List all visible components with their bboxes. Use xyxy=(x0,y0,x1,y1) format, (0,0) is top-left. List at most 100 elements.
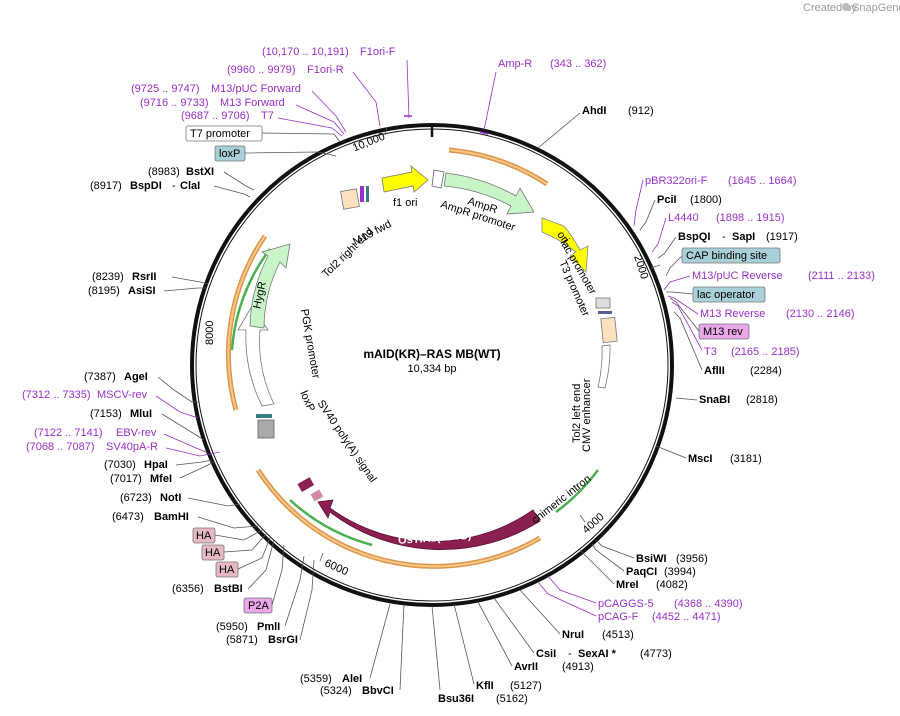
label-pcaggs-5[interactable]: pCAGGS-5 (4368 .. 4390) xyxy=(547,575,743,610)
svg-text:(3181): (3181) xyxy=(730,453,762,465)
label-alei[interactable]: (5359) AleI xyxy=(300,603,391,685)
label-bsrgi[interactable]: (5871) BsrGI xyxy=(226,559,315,646)
label-m13-rev-box[interactable]: M13 rev xyxy=(669,297,750,340)
label-kfli[interactable]: KflI (5127) xyxy=(453,603,542,692)
svg-text:HpaI: HpaI xyxy=(144,459,168,471)
svg-text:(10,170 .. 10,191): (10,170 .. 10,191) xyxy=(262,46,349,58)
label-mlui[interactable]: (7153) MluI xyxy=(90,408,205,441)
label-lac-operator[interactable]: lac operator xyxy=(666,286,766,303)
svg-text:AsiSI: AsiSI xyxy=(128,285,156,297)
label-sv40pa-r[interactable]: (7068 .. 7087) SV40pA-R xyxy=(26,441,221,457)
label-m13-forward[interactable]: (9716 .. 9733) M13 Forward xyxy=(140,97,345,135)
svg-text:(7387): (7387) xyxy=(84,371,116,383)
ostir-arc xyxy=(289,499,373,547)
svg-text:AvrII: AvrII xyxy=(514,661,538,673)
label-agei[interactable]: (7387) AgeI xyxy=(84,371,198,403)
label-hpai[interactable]: (7030) HpaI xyxy=(104,459,213,471)
label-bstxi[interactable]: (8983) BstXI xyxy=(148,166,255,191)
svg-text:pCAGGS-5: pCAGGS-5 xyxy=(598,598,654,610)
label-amp-r[interactable]: Amp-R (343 .. 362) xyxy=(479,58,606,135)
svg-text:BbvCI: BbvCI xyxy=(362,685,394,697)
label-csii-sexai[interactable]: CsiI - SexAI * (4773) xyxy=(493,597,672,660)
label-cap-binding-site[interactable]: CAP binding site xyxy=(665,247,781,277)
label-bamhi[interactable]: (6473) BamHI xyxy=(112,511,259,529)
svg-text:(4452 .. 4471): (4452 .. 4471) xyxy=(652,611,721,623)
label-mfei[interactable]: (7017) MfeI xyxy=(110,461,215,485)
svg-text:(6356): (6356) xyxy=(172,583,204,595)
ampr-promoter-shape xyxy=(431,169,445,189)
label-p2a[interactable]: P2A xyxy=(243,544,285,614)
svg-text:(6473): (6473) xyxy=(112,511,144,523)
label-noti[interactable]: (6723) NotI xyxy=(120,492,241,507)
label-ebv-rev[interactable]: (7122 .. 7141) EBV-rev xyxy=(34,427,207,453)
label-bsiwi[interactable]: BsiWI (3956) xyxy=(595,539,708,565)
label-mrei[interactable]: MreI (4082) xyxy=(579,549,688,591)
label-ha-1[interactable]: HA xyxy=(192,527,263,544)
label-nrui[interactable]: NruI (4513) xyxy=(519,589,634,641)
label-bbvci[interactable]: (5324) BbvCI xyxy=(320,603,405,697)
label-ha-2[interactable]: HA xyxy=(201,533,267,561)
f1-ori-arrow xyxy=(381,165,429,193)
label-f1-ori: f1 ori xyxy=(393,197,417,209)
label-bsu36i[interactable]: Bsu36I (5162) xyxy=(431,605,528,705)
svg-text:(912): (912) xyxy=(628,105,654,117)
intron-arc xyxy=(555,469,600,514)
label-rsrii[interactable]: (8239) RsrII xyxy=(92,271,209,285)
label-f1ori-r[interactable]: (9960 .. 9979) F1ori-R xyxy=(227,64,381,127)
label-mscv-rev[interactable]: (7312 .. 7335) MSCV-rev xyxy=(22,389,199,419)
pgk-block xyxy=(257,419,275,439)
svg-text:MSCV-rev: MSCV-rev xyxy=(97,389,148,401)
label-f1ori-f[interactable]: (10,170 .. 10,191) F1ori-F xyxy=(262,46,412,119)
svg-text:(2818): (2818) xyxy=(746,394,778,406)
label-pbr322ori-f[interactable]: pBR322ori-F (1645 .. 1664) xyxy=(633,175,797,227)
label-pcag-f[interactable]: pCAG-F (4452 .. 4471) xyxy=(537,581,721,623)
label-msci[interactable]: MscI (3181) xyxy=(655,445,762,465)
svg-text:T7 promoter: T7 promoter xyxy=(190,128,250,140)
svg-text:(2165 .. 2185): (2165 .. 2185) xyxy=(731,346,800,358)
label-m13-reverse[interactable]: M13 Reverse (2130 .. 2146) xyxy=(667,295,855,320)
label-bstbi[interactable]: (6356) BstBI xyxy=(172,539,275,595)
label-l4440[interactable]: L4440 (1898 .. 1915) xyxy=(651,212,785,253)
svg-text:loxP: loxP xyxy=(219,148,240,160)
svg-text:Amp-R: Amp-R xyxy=(498,58,532,70)
label-chimeric-intron: chimeric intron xyxy=(530,473,594,526)
label-t7[interactable]: (9687 .. 9706) T7 xyxy=(181,110,343,137)
svg-text:(9725 .. 9747): (9725 .. 9747) xyxy=(131,83,200,95)
svg-text:ClaI: ClaI xyxy=(180,180,200,192)
label-pgk: PGK promoter xyxy=(298,308,322,380)
label-ori: ori xyxy=(554,229,571,246)
svg-text:M13 Reverse: M13 Reverse xyxy=(700,308,765,320)
svg-text:SnaBI: SnaBI xyxy=(699,394,730,406)
label-paqci[interactable]: PaqCI (3994) xyxy=(591,543,696,578)
label-asisi[interactable]: (8195) AsiSI xyxy=(88,285,206,297)
label-loxp-box[interactable]: loxP xyxy=(214,145,337,162)
label-avrii[interactable]: AvrII (4913) xyxy=(477,601,594,673)
label-bspqi-sapi[interactable]: BspQI - SapI (1917) xyxy=(657,231,798,259)
svg-text:T7: T7 xyxy=(261,110,274,122)
label-bspdi-clai[interactable]: (8917) BspDI - ClaI xyxy=(90,180,251,198)
svg-text:(2111 .. 2133): (2111 .. 2133) xyxy=(808,270,875,282)
label-pmli[interactable]: (5950) PmlI xyxy=(216,555,305,633)
tick-6000: 6000 xyxy=(323,557,350,578)
svg-text:PmlI: PmlI xyxy=(257,621,280,633)
label-m13-fwd: M13 fwd xyxy=(351,218,393,248)
label-aflii[interactable]: AflII (2284) xyxy=(673,311,782,377)
label-m13puc-forward[interactable]: (9725 .. 9747) M13/pUC Forward xyxy=(131,83,347,133)
label-cmv-enhancer: CMV enhancer xyxy=(581,378,593,452)
label-ahdi[interactable]: AhdI (912) xyxy=(537,105,654,149)
svg-text:HA: HA xyxy=(219,564,235,576)
svg-text:(343 .. 362): (343 .. 362) xyxy=(550,58,606,70)
label-m13puc-reverse[interactable]: M13/pUC Reverse (2111 .. 2133) xyxy=(663,270,875,291)
ori-arrow xyxy=(541,217,589,273)
tol2-left-end-box xyxy=(600,316,618,344)
label-t3[interactable]: T3 (2165 .. 2185) xyxy=(671,301,800,358)
svg-text:F1ori-F: F1ori-F xyxy=(360,46,396,58)
label-pcii[interactable]: PciI (1800) xyxy=(639,194,722,231)
label-ha-3[interactable]: HA xyxy=(215,537,271,578)
label-t7-promoter[interactable]: T7 promoter xyxy=(185,125,341,143)
svg-text:(4773): (4773) xyxy=(640,648,672,660)
label-tol2-left: Tol2 left end xyxy=(571,384,583,443)
svg-text:HA: HA xyxy=(196,530,212,542)
svg-text:pCAG-F: pCAG-F xyxy=(598,611,639,623)
label-snabi[interactable]: SnaBI (2818) xyxy=(675,394,778,406)
